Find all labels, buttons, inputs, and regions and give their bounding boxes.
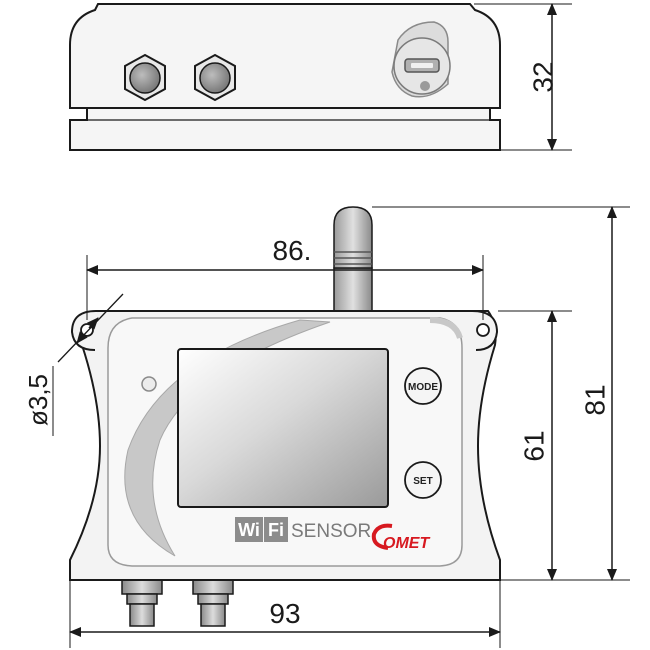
mode-button: MODE — [404, 367, 442, 405]
wifi-sensor-logo: Wi Fi SENSOR — [235, 517, 371, 542]
dimension-width-total: 93 — [69, 580, 501, 648]
logo-wi-text: Wi — [238, 520, 260, 540]
top-base-plate — [69, 107, 501, 151]
cable-gland-nut-right — [194, 53, 236, 102]
dim-label-32: 32 — [527, 61, 558, 92]
brand-text: OMET — [383, 535, 430, 552]
logo-wi-box — [235, 517, 263, 542]
comet-logo: OMET — [371, 523, 430, 552]
set-button-label: SET — [413, 476, 432, 487]
cable-gland-nut-left — [124, 53, 166, 102]
dimension-height-total: 81 — [372, 206, 630, 581]
antenna — [333, 206, 373, 312]
dimension-width-holes: 86. — [86, 235, 484, 320]
dim-label-61: 61 — [518, 430, 549, 461]
status-led — [141, 376, 157, 392]
logo-sensor-text: SENSOR — [291, 521, 371, 542]
dim-label-81: 81 — [579, 384, 610, 415]
cable-gland-right — [192, 579, 234, 627]
logo-fi-text: Fi — [268, 520, 284, 540]
logo-fi-box — [264, 517, 288, 542]
dimension-hole-diameter: ø3,5 — [23, 293, 124, 436]
usb-connector — [391, 21, 451, 98]
dim-label-diameter: ø3,5 — [23, 374, 53, 426]
cable-gland-left — [121, 579, 163, 627]
top-view — [69, 3, 501, 151]
dimension-height-top: 32 — [474, 3, 572, 151]
mode-button-label: MODE — [408, 382, 438, 393]
lcd-display — [177, 348, 389, 508]
dimension-height-body: 61 — [498, 310, 630, 581]
top-housing-outline — [69, 3, 501, 109]
set-button: SET — [404, 461, 442, 499]
dim-label-86: 86. — [273, 235, 312, 266]
dim-label-93: 93 — [269, 598, 300, 629]
